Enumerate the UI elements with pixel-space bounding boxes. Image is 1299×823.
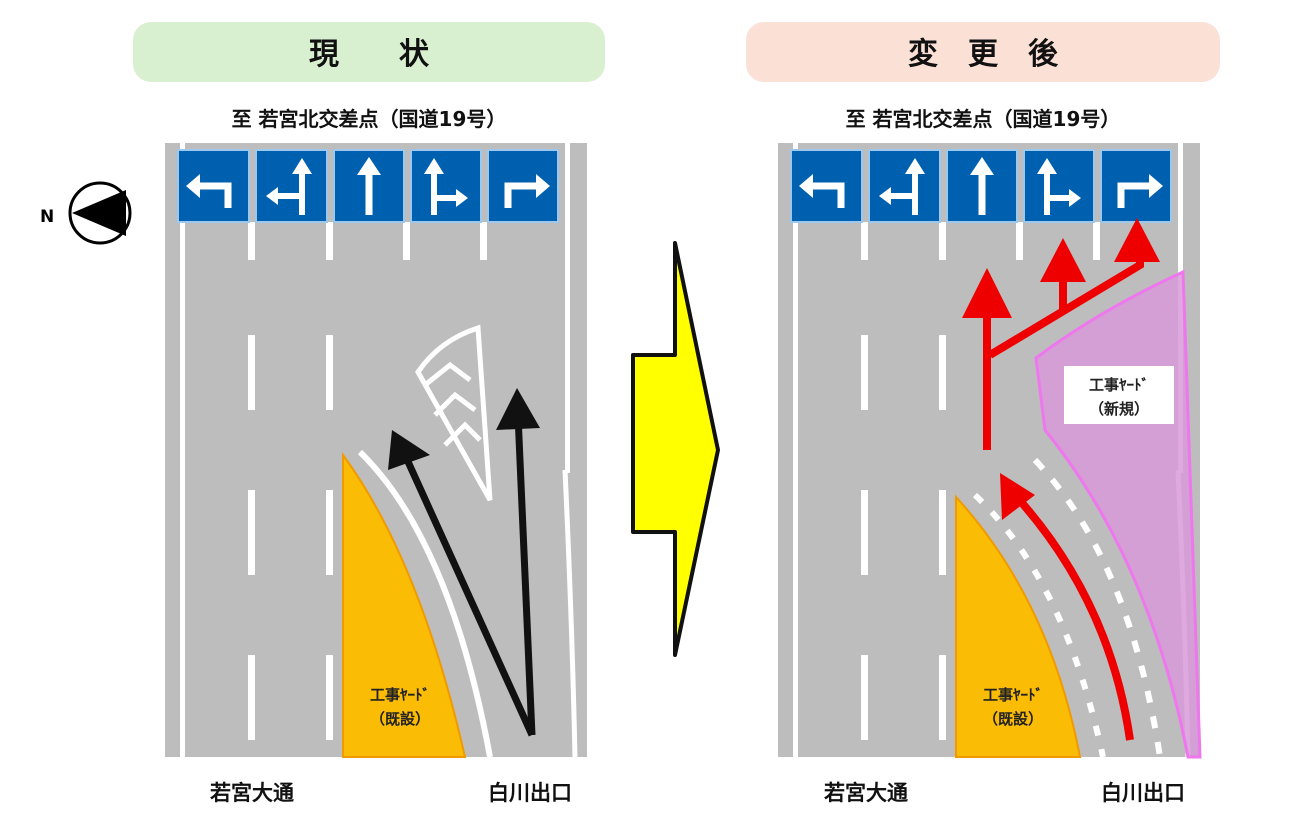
after-panel: 変 更 後 至 若宮北交差点（国道19号） 工事ﾔｰﾄﾞ （新規） 工事ﾔｰﾄﾞ (746, 22, 1220, 805)
before-bottom-left: 若宮大通 (209, 781, 294, 805)
compass-label: N (40, 207, 54, 227)
after-new-yard-label-1: 工事ﾔｰﾄﾞ (1089, 376, 1149, 394)
existing-yard (342, 451, 467, 758)
red-arrowheads (962, 218, 1160, 520)
after-title: 変 更 後 (908, 37, 1059, 72)
before-lane-signs (178, 150, 558, 222)
before-header (133, 22, 605, 82)
after-destination: 至 若宮北交差点（国道19号） (846, 107, 1121, 131)
before-panel: 現 状 至 若宮北交差点（国道19号） 工事ﾔｰﾄﾞ （既設） 若宮大通 白川出… (133, 22, 605, 805)
after-yard-label-2: （既設） (983, 710, 1043, 728)
before-yard-label-1: 工事ﾔｰﾄﾞ (370, 686, 430, 704)
before-title: 現 状 (309, 37, 430, 72)
after-yard-label-1: 工事ﾔｰﾄﾞ (983, 686, 1043, 704)
zebra-marking (415, 324, 493, 502)
after-new-yard-label-2: （新規） (1089, 400, 1149, 418)
before-yard-label-2: （既設） (370, 710, 430, 728)
before-bottom-right: 白川出口 (488, 781, 572, 805)
after-header (746, 22, 1220, 82)
after-bottom-left: 若宮大通 (823, 781, 908, 805)
current-route-arrows (388, 388, 540, 737)
after-existing-yard (955, 494, 1082, 758)
new-yard-label-box (1064, 366, 1174, 424)
north-compass-icon: N (40, 181, 132, 245)
after-lane-signs (791, 150, 1171, 222)
transition-arrow-icon (631, 241, 720, 657)
before-destination: 至 若宮北交差点（国道19号） (232, 107, 507, 131)
after-bottom-right: 白川出口 (1101, 781, 1185, 805)
